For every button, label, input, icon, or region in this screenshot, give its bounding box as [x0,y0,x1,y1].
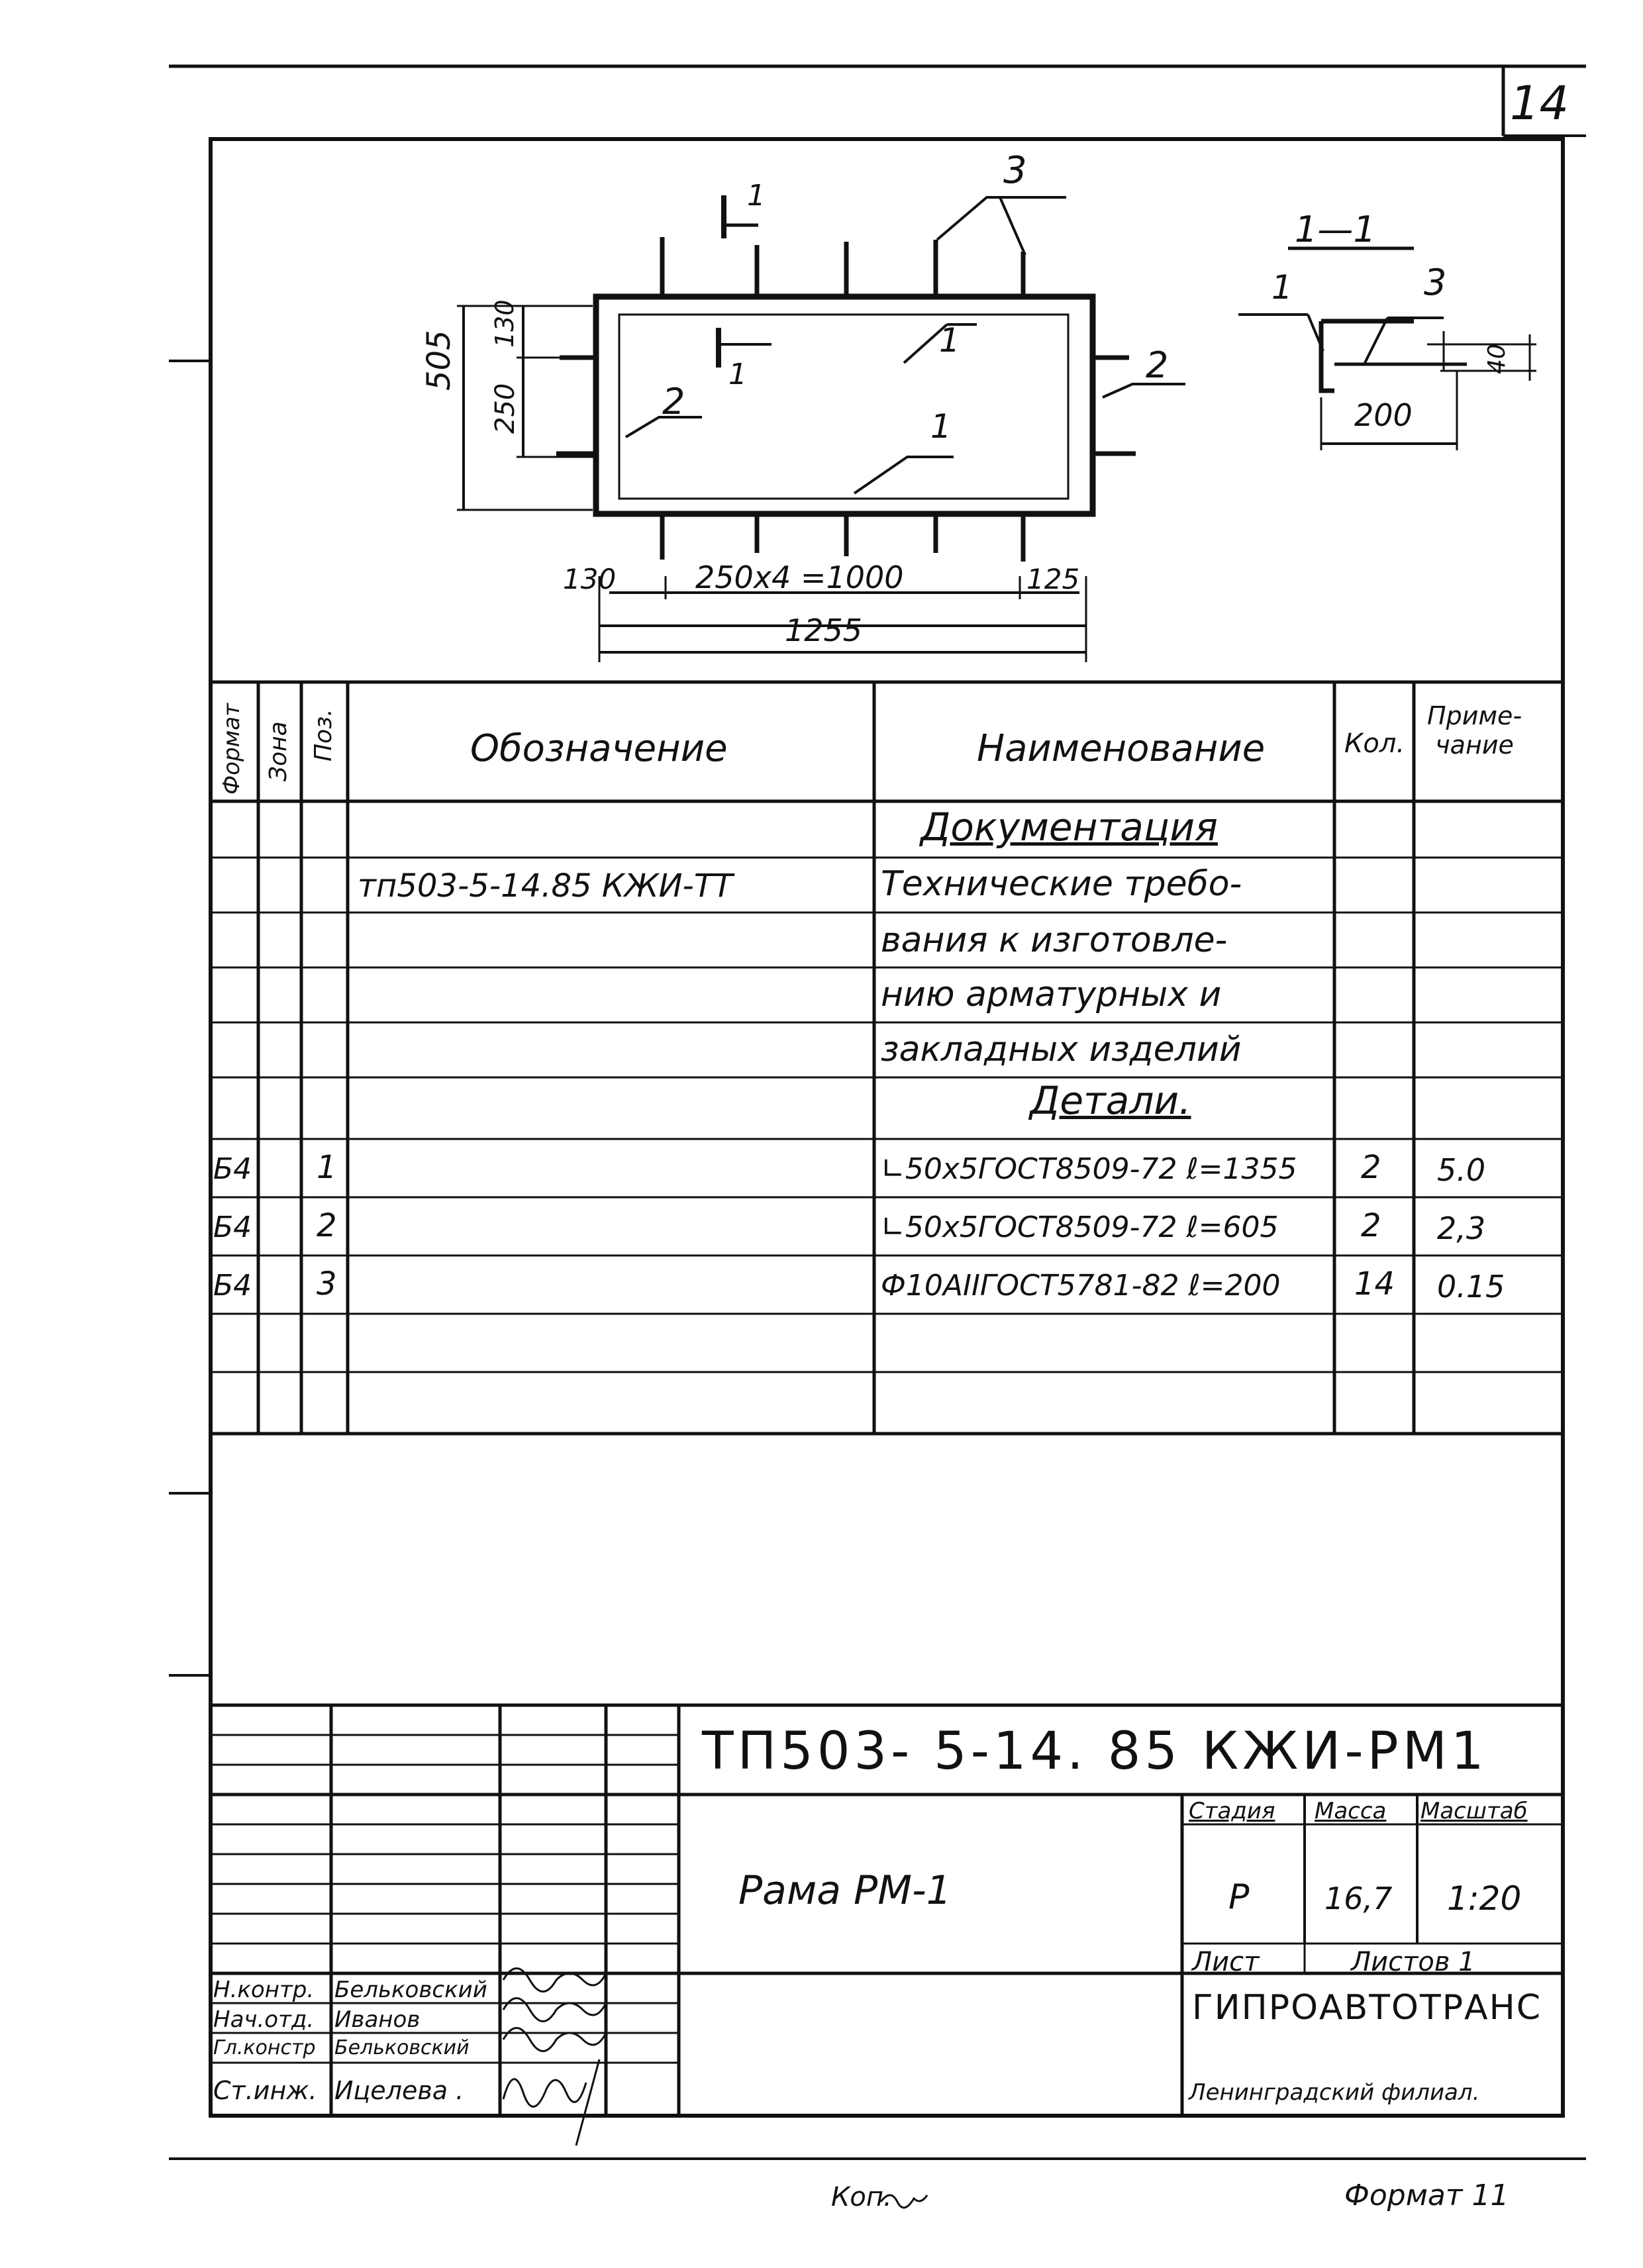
row-1-name: Технические требо- [881,864,1242,904]
item-name: Рама РМ-1 [738,1867,952,1914]
sign-name-3: Ицелева . [334,2076,464,2105]
sheet-label: Лист [1192,1947,1260,1977]
row-5-name: Детали. [1030,1078,1191,1123]
row-6-qty: 2 [1361,1149,1381,1186]
row-0-name: Документация [921,805,1218,850]
row-7-note: 2,3 [1437,1210,1486,1246]
row-1-designation: тп503-5-14.85 КЖИ-ТТ [358,867,733,905]
row-8-pos: 3 [317,1265,337,1303]
sheet-number: 14 [1510,76,1569,130]
dim-1255: 1255 [785,613,863,648]
format-label: Формат 11 [1344,2179,1509,2212]
row-7-qty: 2 [1361,1207,1381,1244]
header-pos: Поз. [310,709,337,762]
header-zone: Зона [265,721,292,781]
dim-40: 40 [1483,344,1511,374]
organization: ГИПРОАВТОТРАНС [1192,1988,1542,2028]
sign-role-3: Ст.инж. [213,2076,317,2105]
callout-1-cut-top: 1 [747,179,766,213]
row-8-note: 0.15 [1437,1269,1505,1305]
sign-name-1: Иванов [334,2006,421,2033]
copied-label: Коп. [831,2182,892,2212]
section-label: 1—1 [1295,209,1376,250]
sheets-label: Листов 1 [1351,1947,1475,1977]
row-7-pos: 2 [317,1207,337,1244]
dim-130-top: 130 [490,299,519,348]
callout-1-b: 1 [930,407,952,446]
scale-label: Масштаб [1420,1798,1528,1824]
row-6-format: Б4 [213,1152,252,1186]
stage-value: Р [1228,1877,1250,1917]
row-4-name: закладных изделий [881,1030,1242,1069]
sign-name-2: Бельковский [334,2036,470,2059]
row-6-note: 5.0 [1437,1152,1486,1188]
dim-505: 505 [421,330,458,391]
section-callout-1: 1 [1271,268,1293,307]
callout-2-right: 2 [1146,344,1169,386]
header-designation: Обозначение [470,727,728,770]
row-7-format: Б4 [213,1210,252,1244]
mass-value: 16,7 [1324,1881,1393,1916]
section-callout-3: 3 [1424,262,1447,303]
dim-250x4: 250x4 =1000 [695,560,904,595]
dim-200: 200 [1354,397,1413,433]
sign-role-0: Н.контр. [213,1977,315,2003]
row-6-name: ∟50x5ГОСТ8509-72 ℓ=1355 [881,1152,1297,1186]
header-format: Формат [219,703,245,795]
row-6-pos: 1 [317,1149,337,1186]
row-3-name: нию арматурных и [881,975,1222,1014]
header-qty: Кол. [1344,728,1405,759]
header-name: Наименование [977,727,1266,770]
sign-role-1: Нач.отд. [213,2006,315,2033]
row-2-name: вания к изготовле- [881,920,1228,960]
stage-label: Стадия [1189,1798,1275,1824]
mass-label: Масса [1315,1798,1387,1824]
callout-1-cut-bottom: 1 [728,358,747,391]
header-note: Приме- чание [1427,701,1522,760]
row-8-format: Б4 [213,1269,252,1303]
dim-130-bottom: 130 [563,563,617,595]
drawing-code: ТП503- 5-14. 85 КЖИ-РМ1 [702,1722,1488,1781]
branch: Ленинградский филиал. [1189,2079,1480,2106]
row-8-name: Ф10АIIГОСТ5781-82 ℓ=200 [881,1269,1281,1303]
scale-value: 1:20 [1447,1879,1522,1918]
row-7-name: ∟50x5ГОСТ8509-72 ℓ=605 [881,1210,1279,1244]
dim-250-left: 250 [490,383,521,434]
sign-role-2: Гл.констр [213,2036,316,2059]
dim-125: 125 [1026,563,1080,595]
sign-name-0: Бельковский [334,1977,487,2003]
callout-2-left: 2 [662,381,685,422]
row-8-qty: 14 [1354,1265,1395,1303]
callout-1-a: 1 [939,321,960,360]
callout-3-top: 3 [1003,149,1027,192]
